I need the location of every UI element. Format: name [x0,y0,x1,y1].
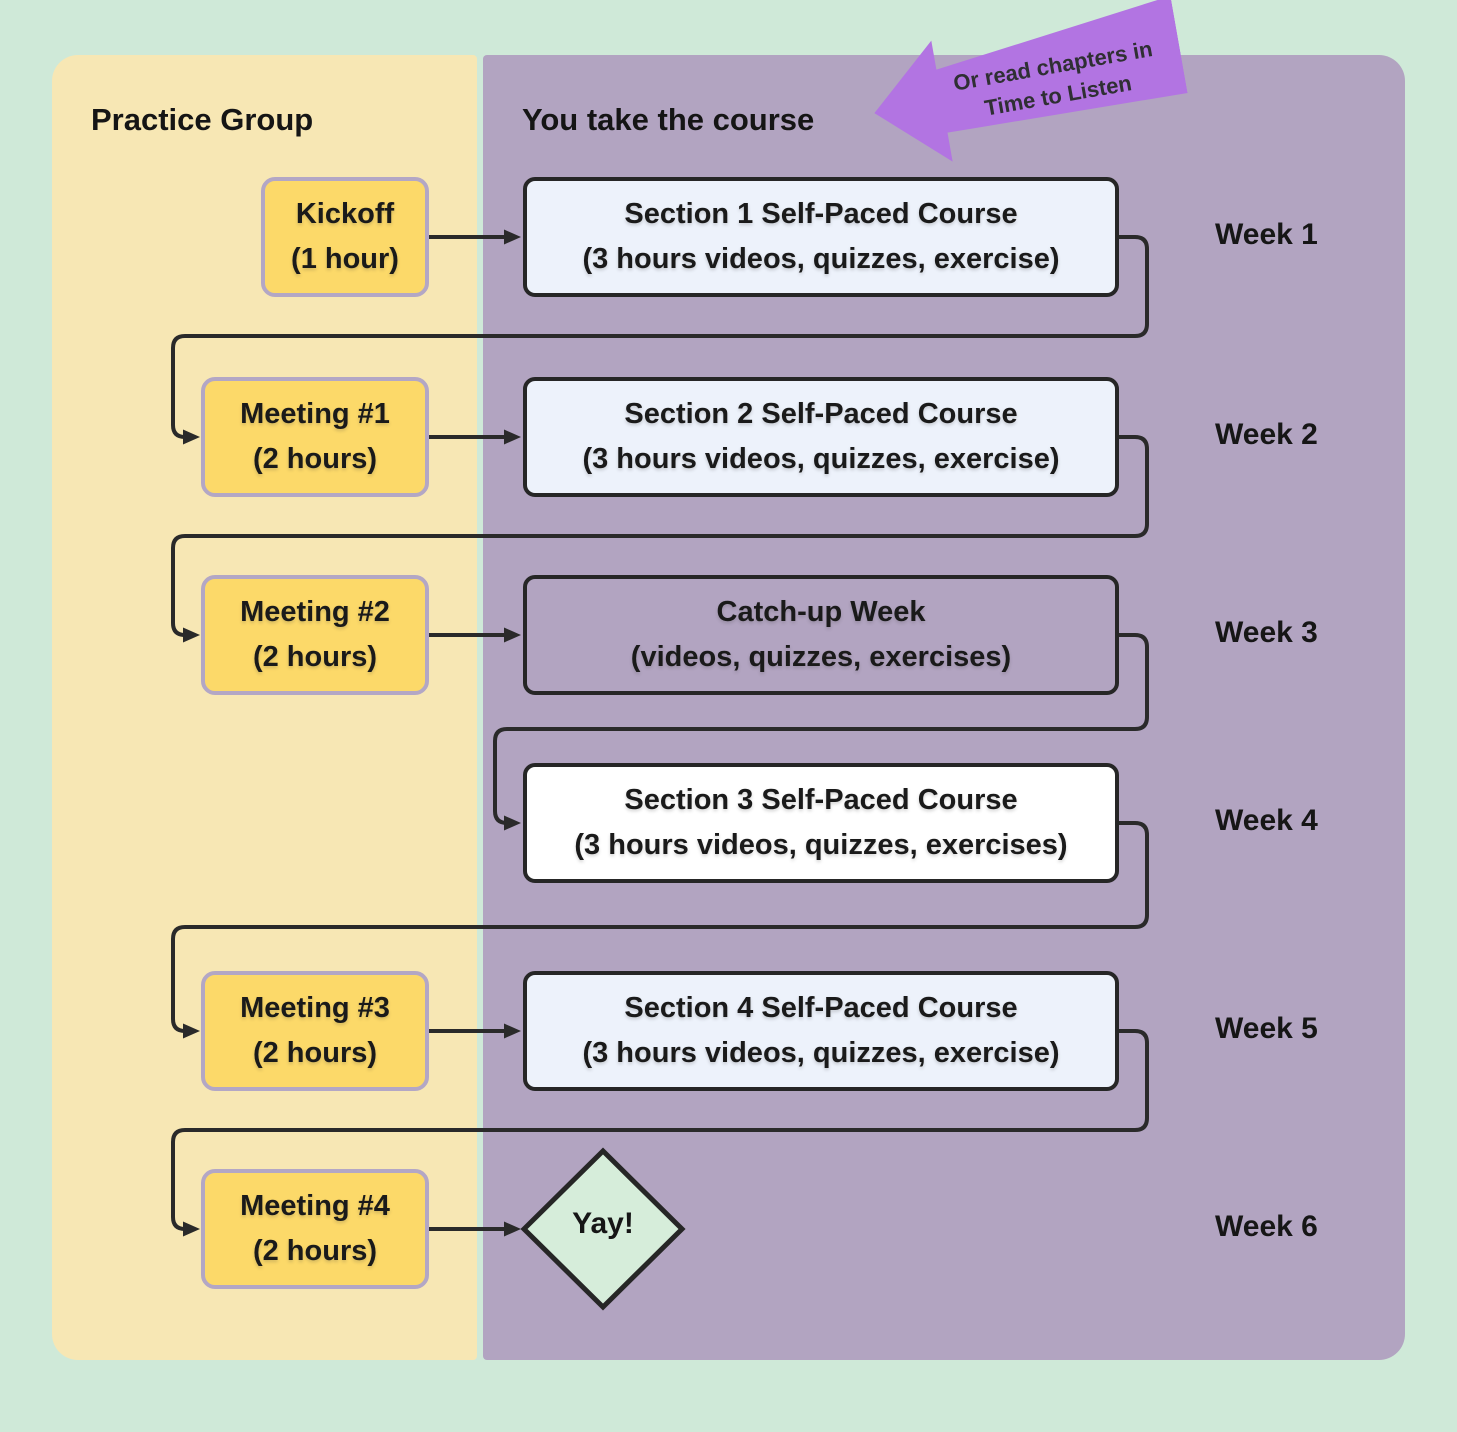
week-label-1: Week 1 [1215,218,1318,251]
node-catchup-week: Catch-up Week (videos, quizzes, exercise… [523,575,1119,695]
node-title: Meeting #2 [240,596,390,628]
arrowhead-into-section4 [504,1023,521,1039]
node-title: Section 1 Self-Paced Course [624,198,1018,230]
connector-section2-to-meeting2 [171,435,1149,637]
node-title: Section 3 Self-Paced Course [624,784,1018,816]
node-subtitle: (3 hours videos, quizzes, exercise) [582,1037,1060,1069]
arrowhead-into-meeting2 [183,627,200,643]
arrowhead-into-section1 [504,229,521,245]
node-subtitle: (videos, quizzes, exercises) [630,641,1012,673]
week-label-6: Week 6 [1215,1210,1318,1243]
node-section-2: Section 2 Self-Paced Course (3 hours vid… [523,377,1119,497]
arrowhead-into-meeting4 [183,1221,200,1237]
node-kickoff: Kickoff (1 hour) [261,177,429,297]
node-title: Meeting #3 [240,992,390,1024]
end-diamond [520,1147,686,1311]
node-subtitle: (3 hours videos, quizzes, exercise) [582,443,1060,475]
node-title: Section 2 Self-Paced Course [624,398,1018,430]
node-meeting-2: Meeting #2 (2 hours) [201,575,429,695]
take-course-header: You take the course [522,102,815,137]
week-label-3: Week 3 [1215,616,1318,649]
arrowhead-into-meeting3 [183,1023,200,1039]
node-subtitle: (3 hours videos, quizzes, exercise) [582,243,1060,275]
connector-section4-to-meeting4 [171,1029,1149,1231]
node-meeting-1: Meeting #1 (2 hours) [201,377,429,497]
node-subtitle: (1 hour) [291,243,399,275]
node-section-4: Section 4 Self-Paced Course (3 hours vid… [523,971,1119,1091]
connector-section1-to-meeting1 [171,235,1149,439]
node-meeting-4: Meeting #4 (2 hours) [201,1169,429,1289]
node-subtitle: (2 hours) [252,443,378,475]
week-label-4: Week 4 [1215,804,1318,837]
node-title: Kickoff [295,198,395,230]
node-meeting-3: Meeting #3 (2 hours) [201,971,429,1091]
arrowhead-into-section2 [504,429,521,445]
node-section-1: Section 1 Self-Paced Course (3 hours vid… [523,177,1119,297]
connector-section3-to-meeting3 [171,821,1149,1033]
connector-catchup-to-section3 [493,633,1149,825]
week-label-2: Week 2 [1215,418,1318,451]
arrowhead-into-end [504,1221,521,1237]
practice-group-header: Practice Group [91,102,314,137]
arrowhead-into-catchup [504,627,521,643]
arrowhead-into-meeting1 [183,429,200,445]
node-title: Meeting #4 [240,1190,390,1222]
node-subtitle: (2 hours) [252,1235,378,1267]
node-title: Catch-up Week [716,596,926,628]
node-subtitle: (2 hours) [252,1037,378,1069]
end-node-label: Yay! [572,1207,634,1240]
node-section-3: Section 3 Self-Paced Course (3 hours vid… [523,763,1119,883]
node-subtitle: (3 hours videos, quizzes, exercises) [574,829,1068,861]
week-label-5: Week 5 [1215,1012,1318,1045]
node-title: Meeting #1 [240,398,390,430]
node-title: Section 4 Self-Paced Course [624,992,1018,1024]
arrowhead-into-section3 [504,815,521,831]
node-subtitle: (2 hours) [252,641,378,673]
